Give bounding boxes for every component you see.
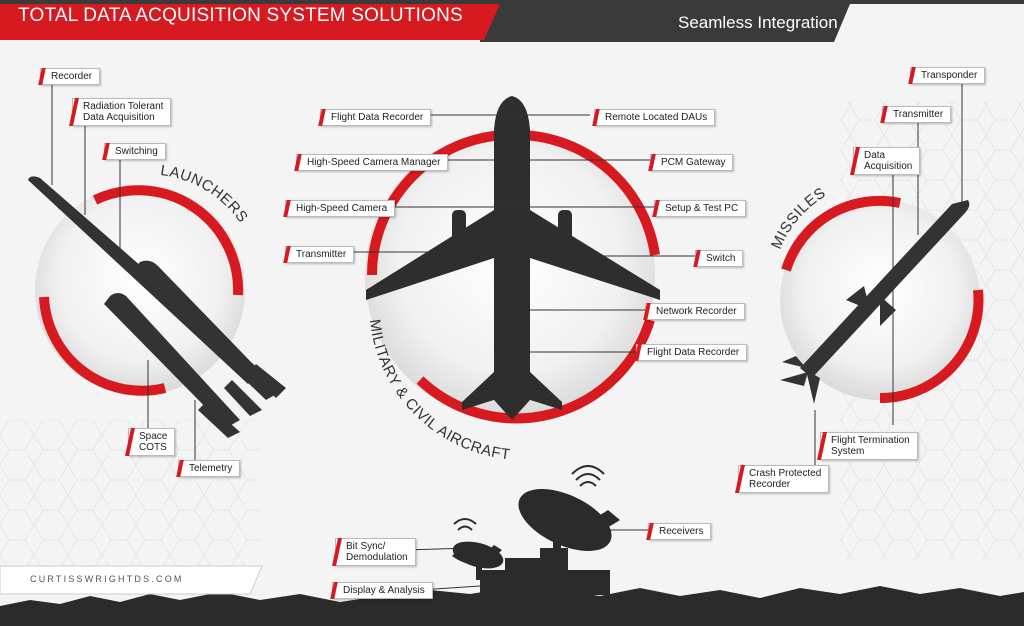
footer-url[interactable]: CURTISSWRIGHTDS.COM	[30, 574, 184, 584]
label-transmitter-missile: Transmitter	[882, 106, 952, 123]
label-network-recorder: Network Recorder	[645, 303, 745, 320]
label-remote-daus: Remote Located DAUs	[594, 109, 716, 126]
satellite-dish-icon	[452, 489, 620, 595]
label-transmitter-aircraft: Transmitter	[285, 246, 355, 263]
label-transponder: Transponder	[910, 67, 986, 84]
label-switching: Switching	[104, 143, 166, 160]
header-band	[0, 0, 1024, 4]
rocket-icon	[28, 176, 286, 438]
page-subtitle: Seamless Integration	[678, 13, 838, 32]
subtitle-band	[480, 4, 850, 42]
ground-silhouette	[0, 586, 1024, 626]
label-hs-camera: High-Speed Camera	[285, 200, 396, 217]
airplane-icon	[366, 96, 660, 420]
subtitle-banner: Seamless Integration	[660, 8, 860, 38]
footer-bar	[0, 565, 263, 595]
title-band	[0, 4, 500, 40]
label-receivers: Receivers	[648, 523, 712, 540]
missile-icon	[780, 200, 970, 404]
title-banner: TOTAL DATA ACQUISITION SYSTEM SOLUTIONS	[0, 0, 500, 32]
label-switch: Switch	[695, 250, 744, 267]
label-display-analysis: Display & Analysis	[332, 582, 433, 599]
label-bit-sync: Bit Sync/Demodulation	[335, 538, 416, 566]
launchers-disc	[35, 185, 245, 396]
page-title: TOTAL DATA ACQUISITION SYSTEM SOLUTIONS	[18, 5, 463, 26]
label-pcm-gateway: PCM Gateway	[650, 154, 734, 171]
signal-waves	[453, 465, 605, 531]
label-telemetry: Telemetry	[178, 460, 241, 477]
label-hs-camera-manager: High-Speed Camera Manager	[296, 154, 449, 171]
label-recorder: Recorder	[40, 68, 101, 85]
leader-lines	[51, 80, 963, 591]
label-setup-test-pc: Setup & Test PC	[654, 200, 747, 217]
label-flight-data-recorder-top: Flight Data Recorder	[320, 109, 432, 126]
label-flight-data-recorder-bottom: Flight Data Recorder	[636, 344, 748, 361]
